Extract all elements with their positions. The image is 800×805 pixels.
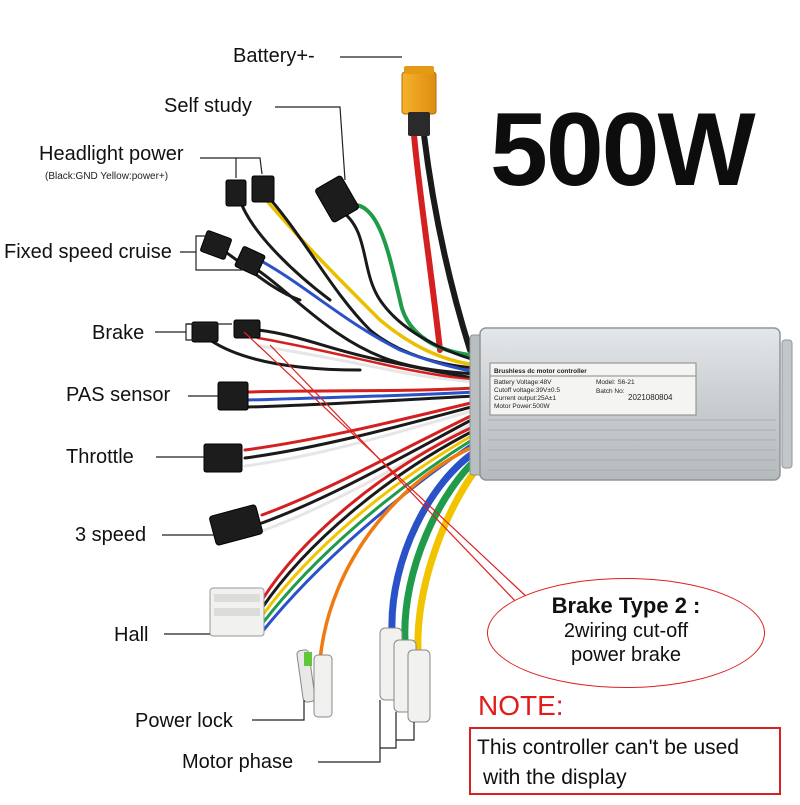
self-study-label: Self study bbox=[164, 95, 252, 117]
three-speed-connector bbox=[209, 504, 263, 546]
plate-motor-power: Motor Power:500W bbox=[494, 403, 550, 410]
brake-type-line-1: 2wiring cut-off bbox=[563, 620, 689, 642]
brake-callout-lines bbox=[243, 331, 531, 607]
cruise-connector-a bbox=[200, 230, 232, 260]
brake-connector-b bbox=[233, 319, 261, 339]
battery-label: Battery+- bbox=[233, 45, 315, 67]
three-speed-label: 3 speed bbox=[75, 524, 147, 546]
plate-model: Model: S6-21 bbox=[596, 379, 635, 386]
brake-type-callout: Brake Type 2 : 2wiring cut-off power bra… bbox=[487, 578, 765, 688]
battery-xt60-connector bbox=[401, 66, 437, 136]
hall-connector bbox=[209, 587, 265, 637]
headlight-label: Headlight power bbox=[39, 143, 184, 165]
headlight-note: (Black:GND Yellow:power+) bbox=[45, 171, 169, 182]
hall-label: Hall bbox=[114, 624, 149, 646]
brake-type-title: Brake Type 2 : bbox=[551, 593, 701, 618]
power-lock-connector bbox=[296, 649, 333, 718]
brake-label: Brake bbox=[92, 322, 145, 344]
leader-lines bbox=[155, 56, 415, 763]
note-box: This controller can't be used with the d… bbox=[469, 727, 781, 795]
controller-label-plate: Brushless dc motor controller Battery Vo… bbox=[490, 368, 696, 410]
power-lock-label: Power lock bbox=[135, 710, 233, 732]
headlight-connector-b bbox=[251, 175, 275, 203]
throttle-connector bbox=[203, 443, 243, 473]
pas-label: PAS sensor bbox=[66, 384, 171, 406]
motor-phase-label: Motor phase bbox=[182, 751, 294, 773]
throttle-label: Throttle bbox=[66, 446, 134, 468]
plate-batch-label: Batch No: bbox=[596, 388, 625, 395]
plate-cutoff-voltage: Cutoff voltage:39V±0.5 bbox=[494, 387, 560, 394]
note-title: NOTE: bbox=[478, 690, 564, 721]
note-line-1: This controller can't be used bbox=[477, 736, 739, 759]
plate-title: Brushless dc motor controller bbox=[494, 368, 587, 375]
pas-connector bbox=[217, 381, 249, 411]
plate-current-output: Current output:25A±1 bbox=[494, 395, 556, 402]
headlight-connector-a bbox=[225, 179, 247, 207]
power-rating: 500W bbox=[490, 92, 756, 208]
cruise-label: Fixed speed cruise bbox=[4, 241, 172, 263]
self-study-connector bbox=[315, 175, 359, 223]
brake-type-line-2: power brake bbox=[570, 644, 682, 666]
brake-connector-a bbox=[191, 321, 219, 343]
wire-bundle bbox=[208, 132, 486, 662]
controller-box bbox=[469, 327, 793, 481]
motor-phase-connectors bbox=[379, 627, 431, 723]
plate-battery-voltage: Battery Voltage:48V bbox=[494, 379, 552, 386]
note-line-2: with the display bbox=[483, 766, 627, 789]
plate-batch-no: 2021080804 bbox=[628, 393, 673, 402]
